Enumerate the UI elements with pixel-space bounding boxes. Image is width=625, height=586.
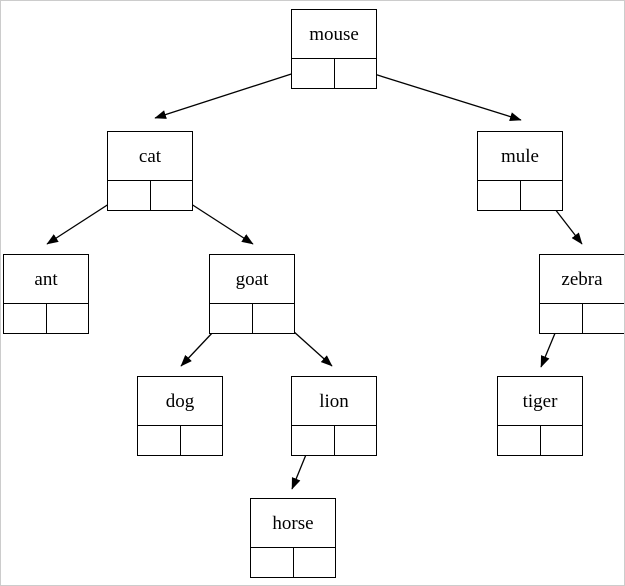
node-left-pointer-ant[interactable] xyxy=(4,304,47,333)
tree-edge-mouse-to-mule xyxy=(354,67,522,122)
node-pointers-dog xyxy=(138,426,222,455)
node-label-dog: dog xyxy=(138,377,222,426)
node-right-pointer-tiger[interactable] xyxy=(540,426,582,455)
node-right-pointer-lion[interactable] xyxy=(334,426,376,455)
node-pointers-cat xyxy=(108,181,192,210)
node-label-ant: ant xyxy=(4,255,88,304)
node-pointers-mouse xyxy=(292,59,376,88)
node-label-horse: horse xyxy=(251,499,335,548)
node-left-pointer-cat[interactable] xyxy=(108,181,151,210)
node-right-pointer-mouse[interactable] xyxy=(334,59,376,88)
tree-node-ant[interactable]: ant xyxy=(3,254,89,334)
node-right-pointer-goat[interactable] xyxy=(252,304,294,333)
node-label-goat: goat xyxy=(210,255,294,304)
tree-node-horse[interactable]: horse xyxy=(250,498,336,578)
tree-edge-mouse-to-cat xyxy=(154,66,314,119)
tree-node-zebra[interactable]: zebra xyxy=(539,254,624,334)
node-left-pointer-tiger[interactable] xyxy=(498,426,541,455)
node-right-pointer-cat[interactable] xyxy=(150,181,192,210)
tree-node-tiger[interactable]: tiger xyxy=(497,376,583,456)
tree-node-dog[interactable]: dog xyxy=(137,376,223,456)
node-label-cat: cat xyxy=(108,132,192,181)
node-left-pointer-mouse[interactable] xyxy=(292,59,335,88)
node-right-pointer-zebra[interactable] xyxy=(582,304,624,333)
node-pointers-lion xyxy=(292,426,376,455)
tree-node-mouse[interactable]: mouse xyxy=(291,9,377,89)
node-pointers-goat xyxy=(210,304,294,333)
tree-node-goat[interactable]: goat xyxy=(209,254,295,334)
node-label-zebra: zebra xyxy=(540,255,624,304)
node-left-pointer-dog[interactable] xyxy=(138,426,181,455)
node-label-mouse: mouse xyxy=(292,10,376,59)
node-right-pointer-mule[interactable] xyxy=(520,181,562,210)
node-label-lion: lion xyxy=(292,377,376,426)
node-pointers-ant xyxy=(4,304,88,333)
node-right-pointer-horse[interactable] xyxy=(293,548,335,577)
node-left-pointer-mule[interactable] xyxy=(478,181,521,210)
node-label-tiger: tiger xyxy=(498,377,582,426)
node-pointers-horse xyxy=(251,548,335,577)
node-pointers-zebra xyxy=(540,304,624,333)
node-pointers-tiger xyxy=(498,426,582,455)
node-left-pointer-horse[interactable] xyxy=(251,548,294,577)
node-left-pointer-zebra[interactable] xyxy=(540,304,583,333)
tree-node-mule[interactable]: mule xyxy=(477,131,563,211)
node-left-pointer-lion[interactable] xyxy=(292,426,335,455)
tree-node-lion[interactable]: lion xyxy=(291,376,377,456)
node-left-pointer-goat[interactable] xyxy=(210,304,253,333)
node-right-pointer-dog[interactable] xyxy=(180,426,222,455)
node-label-mule: mule xyxy=(478,132,562,181)
node-right-pointer-ant[interactable] xyxy=(46,304,88,333)
tree-node-cat[interactable]: cat xyxy=(107,131,193,211)
node-pointers-mule xyxy=(478,181,562,210)
